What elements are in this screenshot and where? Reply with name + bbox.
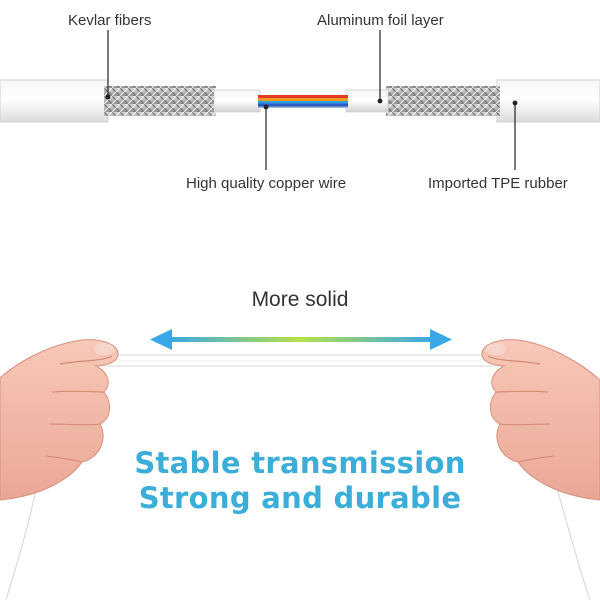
tpe-rubber-label: Imported TPE rubber [428,175,568,192]
leader-lines [107,30,516,170]
right-hand [481,339,600,501]
copper-wires [258,95,348,108]
left-hand [0,339,119,501]
tpe-jacket-right [496,79,600,123]
kevlar-braid-right [386,86,500,116]
more-solid-heading: More solid [251,288,349,311]
slogan-line-1: Stable transmission [134,446,466,480]
aluminum-foil-label: Aluminum foil layer [317,12,444,29]
copper-wire-label: High quality copper wire [186,175,347,192]
slogan-line-2: Strong and durable [138,481,462,515]
kevlar-fibers-label: Kevlar fibers [68,12,152,29]
aluminum-foil-left [213,89,261,113]
double-arrow-icon [150,329,452,350]
kevlar-braid-left [104,86,216,116]
tpe-jacket-left [0,79,109,123]
